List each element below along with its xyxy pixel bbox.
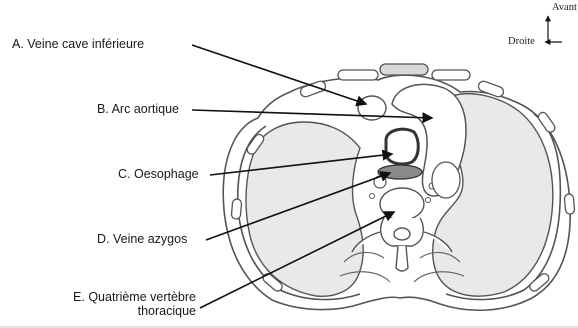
mediastinum (358, 85, 466, 203)
leader-line-b (192, 110, 432, 118)
label-e-line2: thoracique (36, 304, 196, 318)
orientation-anterior-label: Avant (552, 2, 577, 13)
label-d-azygos-vein: D. Veine azygos (97, 232, 187, 246)
label-b-aortic-arch: B. Arc aortique (97, 102, 179, 116)
label-e-fourth-thoracic-vertebra: E. Quatrième vertèbre thoracique (36, 290, 196, 318)
label-a-inferior-vena-cava: A. Veine cave inférieure (12, 37, 144, 51)
right-lung (246, 122, 363, 296)
orientation-indicator (545, 16, 562, 42)
esophagus-shape (378, 165, 422, 179)
label-e-line1: E. Quatrième vertèbre (36, 290, 196, 304)
label-c-esophagus: C. Oesophage (118, 167, 199, 181)
orientation-right-label: Droite (508, 36, 535, 47)
trachea-shape (386, 129, 418, 164)
